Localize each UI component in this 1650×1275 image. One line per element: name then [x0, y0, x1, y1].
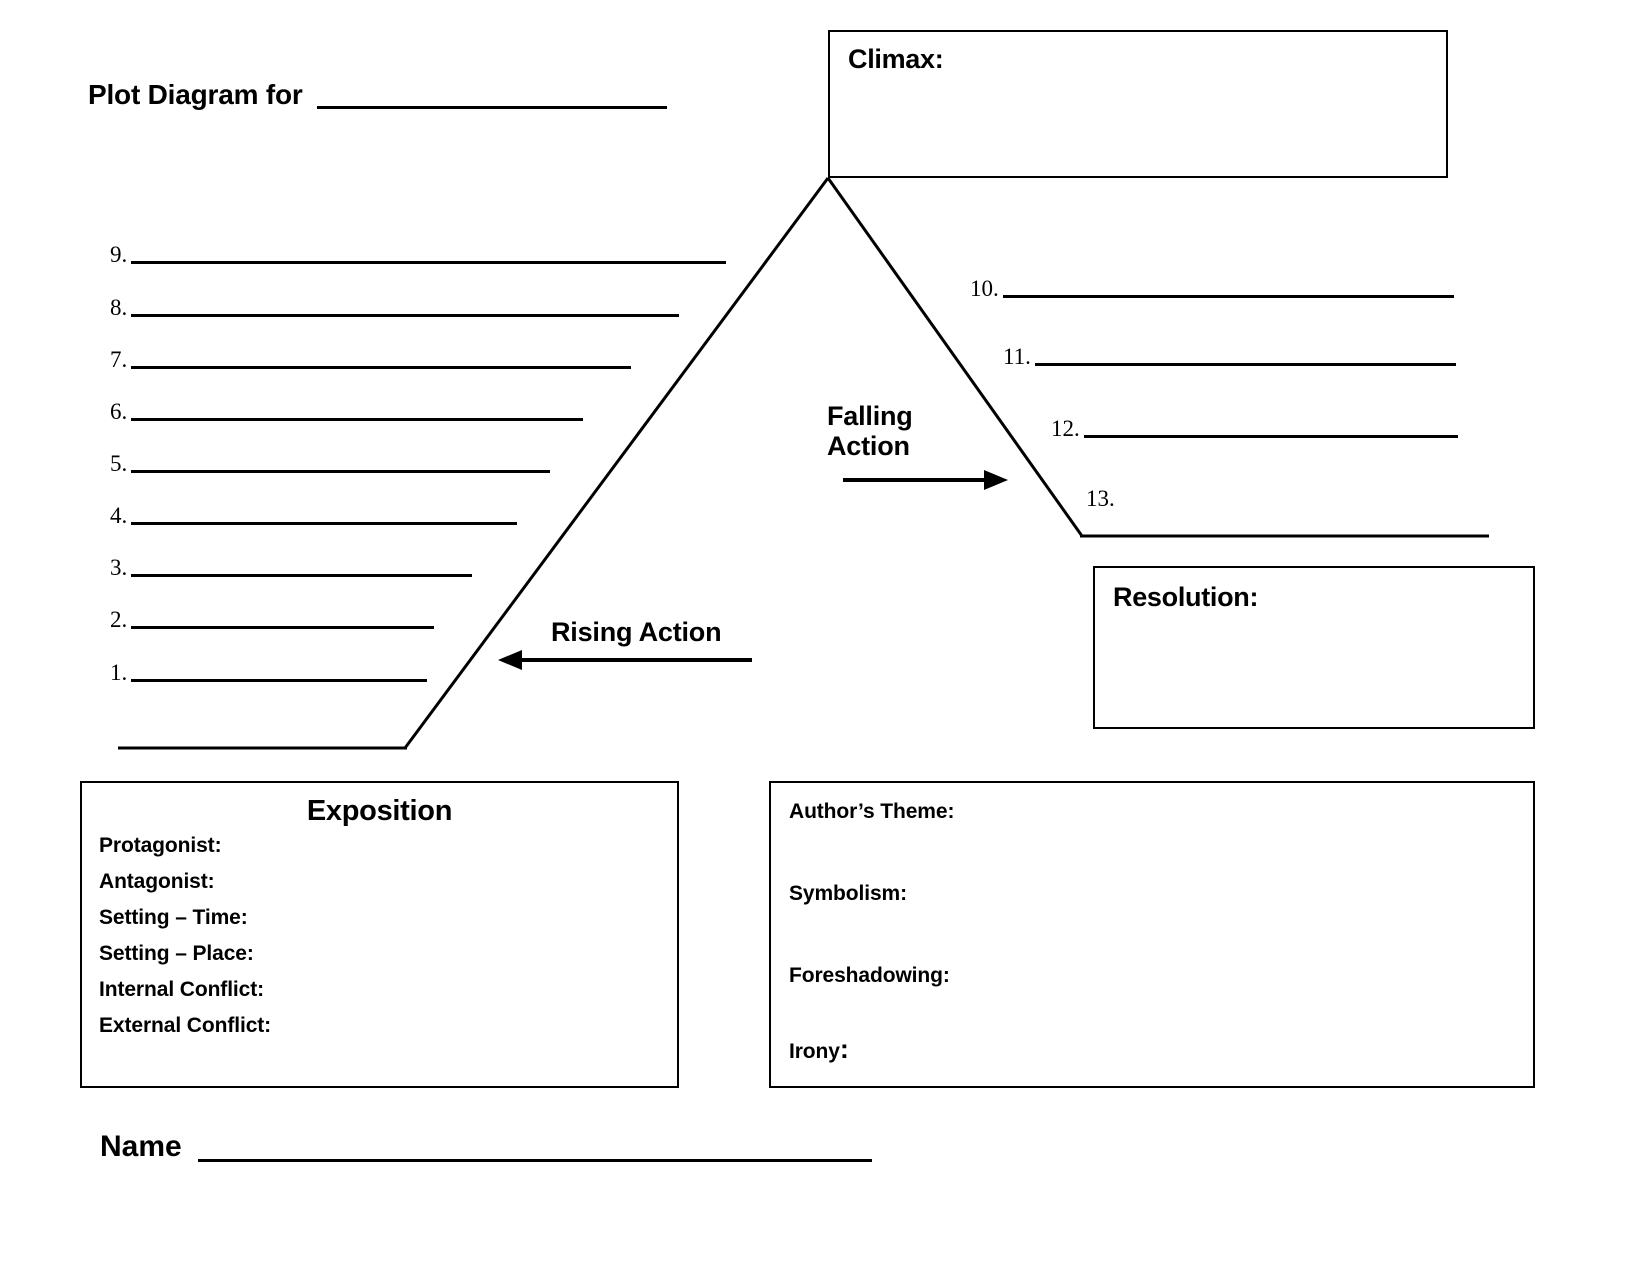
falling-item-number: 12. [1051, 416, 1080, 441]
falling-action-label-line1: Falling [827, 401, 913, 431]
rising-item-number: 7. [110, 347, 128, 372]
rising-item-line[interactable] [131, 679, 428, 682]
title-blank-line[interactable] [316, 80, 667, 109]
falling-item-number: 13. [1086, 486, 1115, 511]
rising-item-4: 4. [110, 503, 518, 528]
rising-item-number: 9. [110, 242, 128, 267]
rising-item-number: 2. [110, 607, 128, 632]
analysis-field-irony: Irony: [789, 1034, 1533, 1065]
rising-action-label: Rising Action [551, 617, 722, 647]
analysis-field-symbolism: Symbolism: [789, 882, 908, 905]
resolution-heading: Resolution: [1113, 582, 1259, 612]
page-title: Plot Diagram for [88, 79, 303, 110]
falling-action-label: Falling Action [827, 401, 913, 461]
rising-item-line[interactable] [131, 626, 435, 629]
falling-item-11: 11. [1003, 345, 1456, 368]
rising-item-number: 6. [110, 399, 128, 424]
rising-item-line[interactable] [131, 470, 551, 473]
rising-item-line[interactable] [131, 522, 518, 525]
rising-item-number: 5. [110, 451, 128, 476]
exposition-field-protagonist: Protagonist: [99, 834, 222, 857]
rising-item-line[interactable] [131, 314, 680, 317]
falling-item-number: 10. [970, 276, 999, 301]
exposition-box[interactable]: Exposition Protagonist: Antagonist: Sett… [80, 781, 679, 1088]
falling-action-label-line2: Action [827, 431, 910, 462]
rising-item-line[interactable] [131, 366, 632, 369]
name-input-line[interactable] [197, 1131, 872, 1162]
falling-item-number: 11. [1003, 344, 1031, 369]
rising-item-9: 9. [110, 242, 727, 267]
rising-item-6: 6. [110, 399, 584, 424]
rising-item-2: 2. [110, 607, 435, 632]
analysis-field-irony-colon: : [839, 1034, 849, 1064]
climax-heading: Climax: [848, 44, 944, 74]
rising-item-number: 3. [110, 555, 128, 580]
falling-item-12: 12. [1051, 417, 1458, 440]
rising-action-arrow [498, 650, 752, 670]
rising-item-number: 8. [110, 295, 128, 320]
rising-item-number: 4. [110, 503, 128, 528]
falling-action-arrow [843, 470, 1008, 490]
analysis-field-foreshadowing: Foreshadowing: [789, 964, 950, 987]
exposition-field-setting-time: Setting – Time: [99, 906, 248, 929]
worksheet-title: Plot Diagram for [88, 80, 667, 109]
rising-item-number: 1. [110, 660, 128, 685]
name-field: Name [100, 1131, 872, 1162]
falling-item-line[interactable] [1083, 435, 1458, 438]
climax-box[interactable]: Climax: [828, 30, 1448, 178]
analysis-field-authors-theme: Author’s Theme: [789, 800, 955, 823]
exposition-field-antagonist: Antagonist: [99, 870, 215, 893]
rising-action-slope [403, 177, 830, 749]
name-label: Name [100, 1130, 182, 1163]
falling-item-line[interactable] [1002, 295, 1454, 298]
rising-item-line[interactable] [131, 574, 473, 577]
rising-item-5: 5. [110, 451, 551, 476]
falling-item-line[interactable] [1034, 363, 1456, 366]
rising-item-8: 8. [110, 295, 680, 320]
falling-item-13: 13. [1086, 487, 1119, 510]
exposition-field-setting-place: Setting – Place: [99, 942, 254, 965]
exposition-field-internal-conflict: Internal Conflict: [99, 978, 265, 1001]
rising-item-1: 1. [110, 660, 428, 685]
literary-analysis-box[interactable]: Author’s Theme: Symbolism: Foreshadowing… [769, 781, 1535, 1088]
exposition-field-external-conflict: External Conflict: [99, 1014, 272, 1037]
falling-item-10: 10. [970, 277, 1454, 300]
rising-item-line[interactable] [131, 418, 584, 421]
rising-item-7: 7. [110, 347, 632, 372]
rising-item-3: 3. [110, 555, 473, 580]
analysis-field-irony-label: Irony [789, 1040, 840, 1063]
exposition-title: Exposition [306, 795, 453, 827]
falling-action-slope [826, 177, 1084, 537]
rising-item-line[interactable] [131, 261, 727, 264]
resolution-box[interactable]: Resolution: [1093, 566, 1535, 729]
